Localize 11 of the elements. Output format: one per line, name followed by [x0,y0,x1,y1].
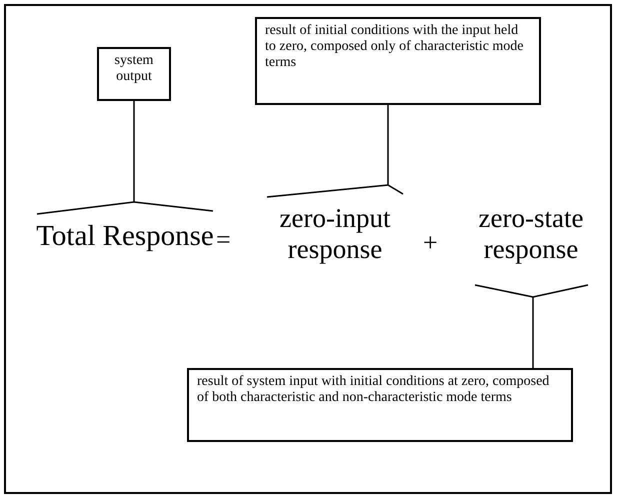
equals-sign: = [216,225,231,255]
annotation-box: result of system input with initial conditions at zero, composed of both characteristic and non-characteristic mode terms [187,368,573,442]
equation-term: zero-input response [262,203,408,275]
annotation-box: result of initial conditions with the input held to zero, composed only of characteristic mode terms [255,17,541,105]
equation-term: zero-state response [458,203,604,275]
annotation-box: system output [97,47,171,101]
equation-term: Total Response [32,220,218,260]
leader-line [266,104,404,198]
plus-sign: + [423,228,438,258]
leader-line [36,100,214,215]
leader-line [474,284,589,369]
